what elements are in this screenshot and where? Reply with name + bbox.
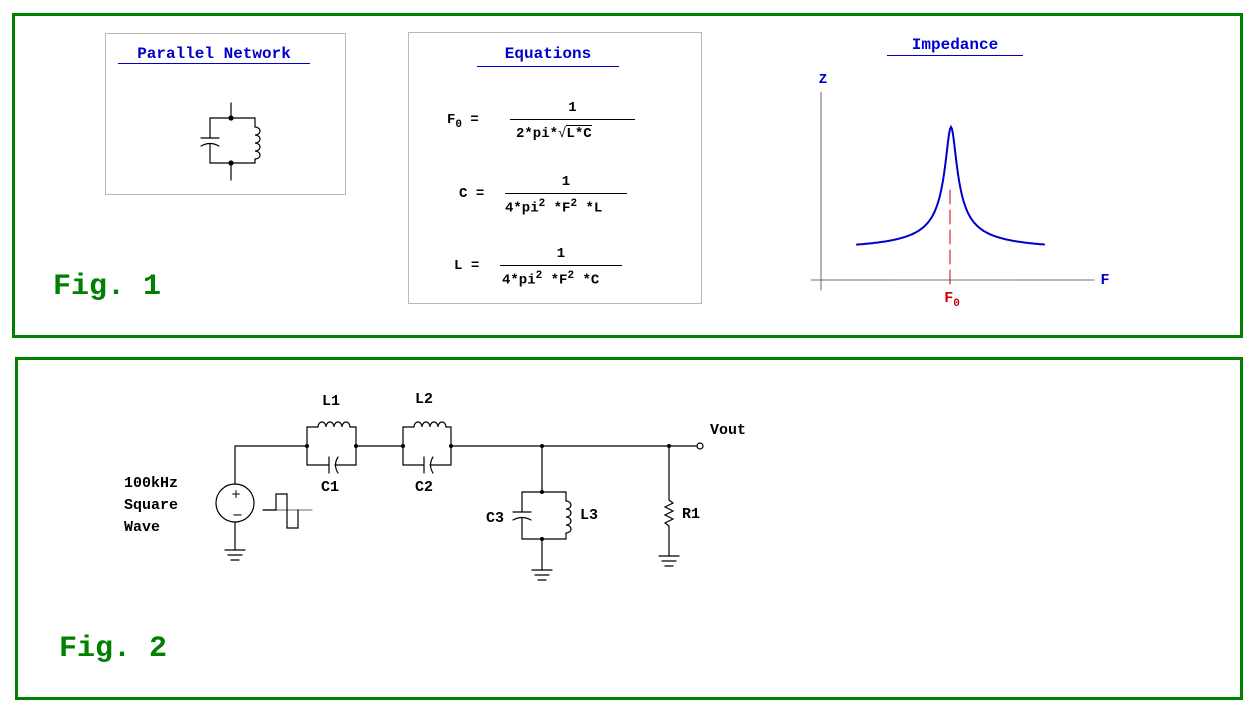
l-fraction-bar: [500, 265, 622, 266]
c-fraction-bar: [505, 193, 627, 194]
l-denominator: 4*pi2 *F2 *C: [502, 270, 600, 289]
l1-c1-tank-symbol: [306, 421, 357, 474]
impedance-x-axis-label: F: [1100, 272, 1110, 289]
label-l2: L2: [415, 391, 434, 408]
impedance-f0-marker-label: F0: [944, 290, 960, 310]
junction-dot: [401, 444, 405, 448]
c-numerator: 1: [561, 174, 571, 190]
parallel-network-box: [105, 33, 346, 195]
equations-underline: [477, 66, 619, 67]
l-numerator: 1: [556, 246, 566, 262]
label-c3: C3: [486, 510, 505, 527]
junction-dot: [540, 537, 544, 541]
f0-equation-lhs: F0 =: [447, 112, 479, 131]
c-denominator: 4*pi2 *F2 *L: [505, 198, 603, 217]
label-r1: R1: [682, 506, 701, 523]
label-vout: Vout: [710, 422, 747, 439]
junction-dot: [228, 160, 234, 166]
junction-dot: [354, 444, 358, 448]
c-equation-lhs: C =: [459, 186, 485, 202]
label-l3: L3: [580, 507, 599, 524]
impedance-underline: [887, 55, 1023, 56]
equations-title: Equations: [504, 45, 592, 63]
vout-terminal: [696, 442, 704, 450]
c3-l3-tank-symbol: [512, 445, 572, 581]
junction-dot: [540, 490, 544, 494]
impedance-y-axis-label: Z: [818, 72, 828, 88]
svg-text:+: +: [231, 487, 241, 501]
parallel-network-title: Parallel Network: [137, 45, 291, 63]
label-l1: L1: [322, 393, 341, 410]
label-c1: C1: [321, 479, 340, 496]
figure-1-panel: [12, 13, 1243, 338]
f0-fraction-bar: [510, 119, 635, 120]
voltage-source-symbol: + −: [215, 445, 255, 561]
junction-dot: [228, 115, 234, 121]
impedance-title: Impedance: [911, 36, 999, 54]
figure-2-panel: [15, 357, 1243, 700]
figure-1-label: Fig. 1: [53, 270, 162, 304]
f0-numerator: 1: [568, 100, 577, 116]
junction-dot: [540, 444, 544, 448]
figure-2-label: Fig. 2: [59, 632, 168, 666]
square-wave-icon: [262, 493, 313, 529]
junction-dot: [449, 444, 453, 448]
equations-box: [408, 32, 702, 304]
label-c2: C2: [415, 479, 434, 496]
parallel-lc-symbol: [200, 102, 261, 181]
parallel-network-underline: [118, 63, 310, 64]
impedance-curve: [856, 124, 1045, 246]
source-label: 100kHz Square Wave: [124, 475, 179, 536]
junction-dot: [667, 444, 671, 448]
junction-dot: [305, 444, 309, 448]
f0-denominator: 2*pi*√L*C: [516, 125, 592, 142]
svg-text:−: −: [232, 508, 243, 523]
l-equation-lhs: L =: [454, 258, 480, 274]
r1-resistor-symbol: [658, 445, 680, 567]
l2-c2-tank-symbol: [402, 421, 452, 474]
